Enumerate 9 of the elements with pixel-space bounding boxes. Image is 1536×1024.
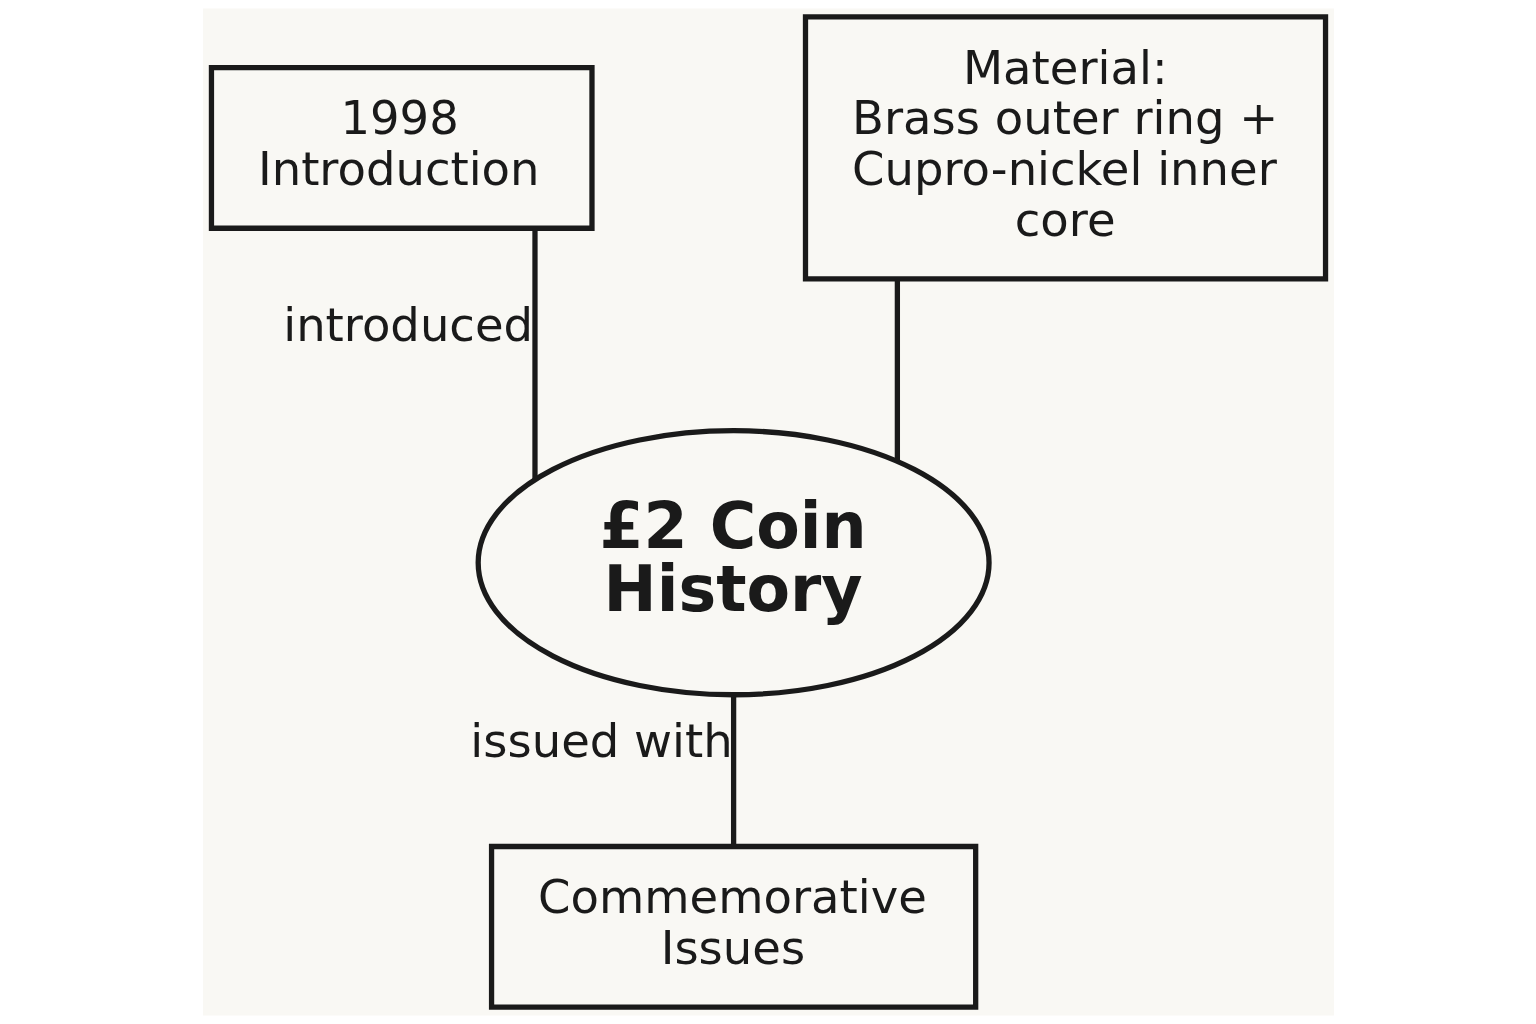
connector — [894, 279, 900, 462]
edge-label: introduced — [282, 297, 533, 352]
connector — [730, 695, 736, 847]
node-box: Material: Brass outer ring + Cupro-nickel inner core — [802, 14, 1328, 282]
node-box: Commemorative Issues — [488, 843, 978, 1010]
node-box: 1998 Introduction — [208, 64, 595, 231]
connector — [531, 228, 538, 480]
edge-label: issued with — [469, 714, 733, 769]
node-ellipse: £2 Coin History — [475, 428, 992, 698]
